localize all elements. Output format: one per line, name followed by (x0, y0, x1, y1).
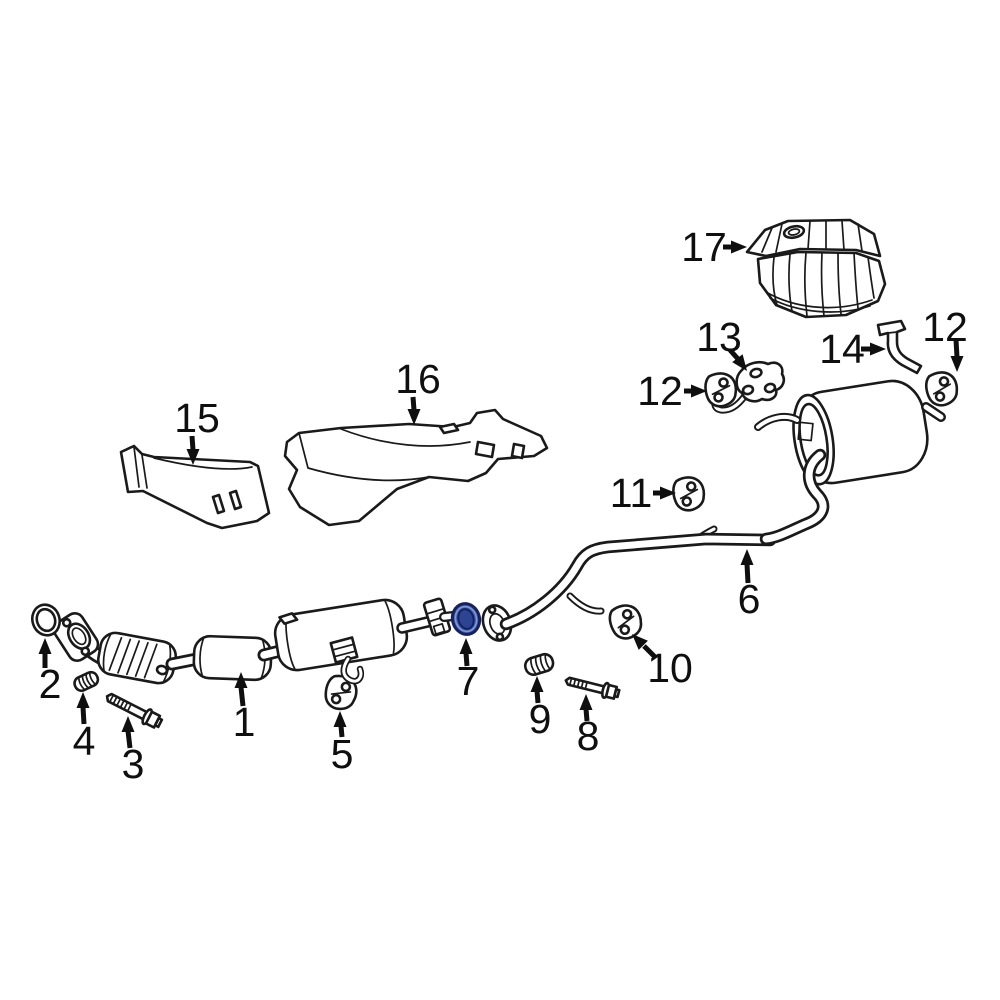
arrow-to-part-11 (653, 486, 676, 500)
part-label-5: 5 (331, 731, 354, 777)
part-7-exhaust-pipe-gasket-highlighted-drawing (450, 602, 482, 636)
part-2-exhaust-pipe-gasket-drawing (30, 603, 62, 637)
arrow-to-part-5 (333, 711, 347, 738)
part-label-8: 8 (577, 713, 600, 759)
part-label-12-right: 12 (922, 304, 968, 350)
part-label-17: 17 (681, 224, 727, 270)
part-label-10: 10 (647, 645, 693, 691)
arrow-to-part-12-right (950, 339, 964, 372)
part-label-1: 1 (233, 699, 256, 745)
part-11-hanger-insulator-drawing (669, 473, 708, 514)
part-17-rear-heat-shield-drawing (745, 218, 887, 319)
arrow-to-part-16 (407, 396, 421, 425)
arrow-to-part-2 (38, 638, 52, 668)
part-8-bolt-drawing (564, 676, 621, 700)
part-label-2: 2 (39, 661, 62, 707)
arrow-to-part-4 (76, 692, 90, 725)
part-14-support-bracket-drawing (876, 319, 923, 375)
part-label-4: 4 (73, 718, 96, 764)
arrow-to-part-1 (234, 672, 248, 707)
part-label-16: 16 (395, 356, 441, 402)
arrow-to-part-3 (121, 716, 135, 749)
arrow-to-part-7 (459, 638, 473, 667)
arrow-to-part-15 (186, 435, 200, 465)
part-12-hanger-insulator-left-drawing (702, 370, 740, 410)
arrow-to-part-14 (861, 342, 886, 356)
part-label-13: 13 (696, 314, 742, 360)
part-label-15: 15 (174, 395, 220, 441)
arrow-to-part-10 (632, 634, 657, 659)
part-6-muffler-and-tailpipe-assembly-drawing (499, 379, 946, 631)
part-15-front-heat-shield-drawing (119, 444, 271, 530)
part-4-spring-drawing (73, 670, 100, 693)
part-16-center-floor-heat-shield-drawing (283, 408, 549, 527)
arrow-to-part-13 (728, 348, 747, 371)
part-label-11: 11 (610, 470, 653, 516)
arrow-to-part-9 (530, 676, 544, 704)
part-label-14: 14 (819, 326, 865, 372)
part-label-6: 6 (738, 576, 761, 622)
part-label-7: 7 (457, 658, 480, 704)
arrow-to-part-12-left (684, 384, 707, 398)
part-3-bolt-drawing (105, 692, 164, 729)
part-9-spring-drawing (523, 652, 555, 677)
part-10-hanger-insulator-drawing (605, 600, 647, 644)
part-label-3: 3 (122, 741, 145, 787)
part-1-front-exhaust-pipe-assembly-drawing (52, 597, 458, 685)
arrow-to-part-17 (723, 240, 747, 254)
part-label-9: 9 (529, 696, 552, 742)
part-13-hanger-bracket-drawing (711, 360, 786, 414)
arrow-to-part-8 (579, 694, 593, 722)
part-label-12-left: 12 (637, 368, 683, 414)
arrow-to-part-6 (740, 549, 754, 584)
part-12-hanger-insulator-right-drawing (922, 368, 962, 410)
